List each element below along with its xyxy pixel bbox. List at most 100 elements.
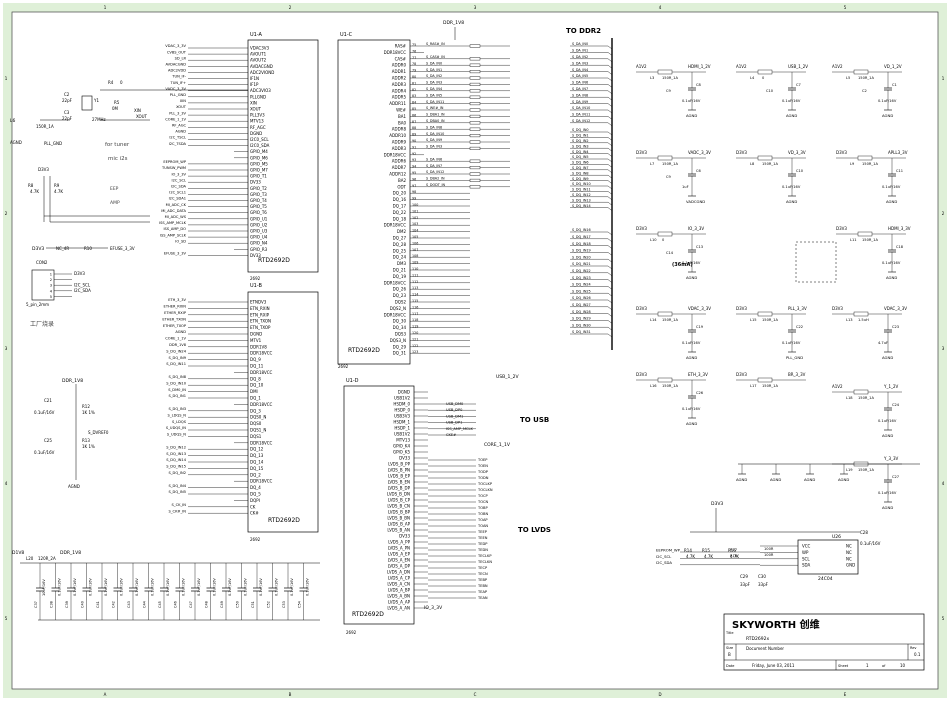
pin-row[interactable]: LVDS_B_CP — [388, 498, 428, 503]
pin-row[interactable]: LVDS_A_CP — [388, 576, 428, 581]
pin-row[interactable]: LVDS_A_DP — [388, 564, 428, 569]
pin-row[interactable]: DQ_1S_DQ_IN1 — [168, 394, 261, 400]
pin-row[interactable]: DV33 — [399, 456, 428, 461]
pin-row[interactable]: GPIO_M6 — [234, 155, 268, 160]
pin-row[interactable]: USB1V2 — [394, 396, 428, 401]
pin-row[interactable]: USB1V2 — [394, 432, 428, 437]
pin-row[interactable]: DQ_4S_DQ_IN4 — [168, 484, 261, 490]
pin-row[interactable]: GPIO_K5 — [393, 450, 428, 455]
pin-row[interactable]: DQ_14S_DQ_IN14 — [166, 458, 264, 464]
pin-row[interactable]: DQ_3S_DQ_IN3 — [168, 407, 261, 413]
pin-row[interactable]: GPIO_R3 — [234, 247, 268, 252]
pin-row[interactable]: LVDS_B_EP — [388, 474, 428, 479]
pin-row[interactable]: LVDS_B_PP — [388, 462, 428, 467]
pin-row[interactable]: LVDS_A_AP — [388, 600, 428, 605]
pin-row[interactable]: DQ_10S_DQ_IN10 — [166, 381, 264, 387]
pin-row[interactable]: DDR18VCC — [234, 479, 273, 484]
pin-row[interactable]: LVDS_A_AN — [387, 606, 428, 611]
u1a-body[interactable] — [247, 39, 319, 273]
pin-row[interactable]: DV33 — [399, 534, 428, 539]
pin-row[interactable]: USB3V3 — [394, 414, 428, 419]
pin-row[interactable]: LVDS_A_CN — [387, 582, 428, 587]
u1d-body[interactable] — [343, 385, 415, 625]
pin-row[interactable]: LVDS_A_PP — [388, 540, 428, 545]
pin-row[interactable]: LVDS_B_CN — [387, 504, 428, 509]
pin-row[interactable]: DQ_13S_DQ_IN13 — [166, 452, 264, 458]
pin-row[interactable]: LVDS_A_EP — [388, 552, 428, 557]
pin-row[interactable]: HSDP_0 — [394, 408, 428, 413]
pin-row[interactable]: DQPI — [234, 498, 260, 503]
eeprom-chip[interactable] — [797, 539, 859, 575]
connector-pin[interactable]: 5 — [50, 295, 72, 299]
